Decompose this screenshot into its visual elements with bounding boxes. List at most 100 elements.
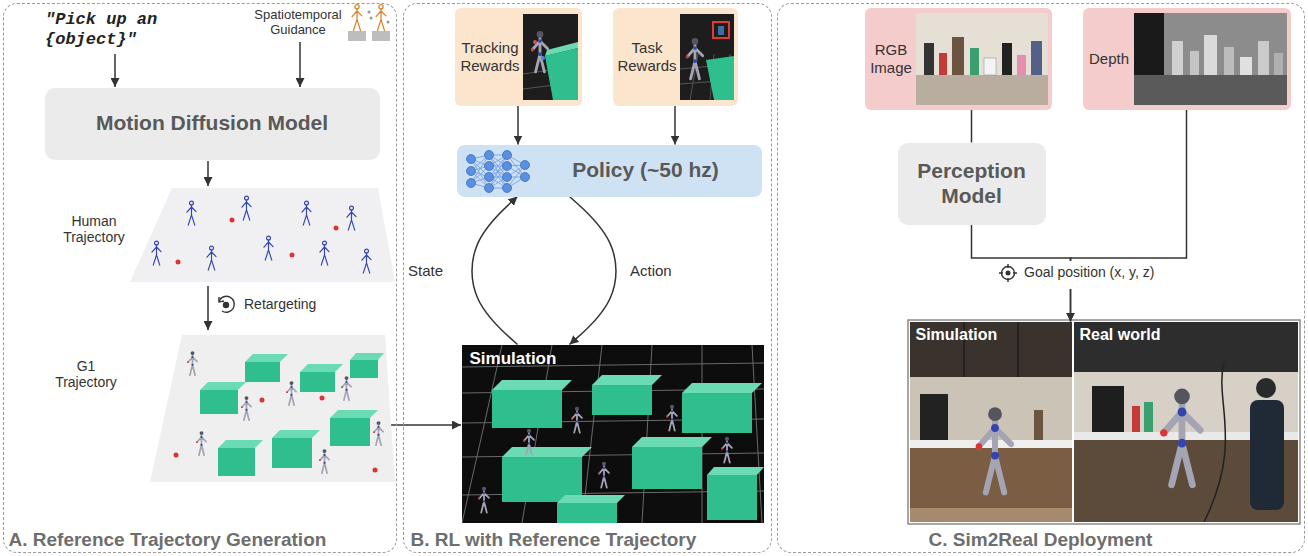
simulation-photo — [920, 394, 948, 440]
human-trajectory-illustration — [207, 246, 216, 270]
connector-arrow — [517, 106, 519, 145]
network-icon — [484, 172, 493, 181]
g1-trajectory-illustration — [272, 430, 320, 438]
tracking-thumbnail — [545, 42, 578, 56]
g1-trajectory-illustration — [187, 351, 197, 375]
g1-trajectory-illustration — [272, 438, 312, 468]
photo-panel: Real world — [1074, 322, 1298, 522]
flow-arrow — [390, 424, 461, 426]
edge-label: State — [406, 262, 445, 279]
depth-map — [1224, 47, 1234, 75]
network-icon — [466, 178, 475, 187]
tracking-thumbnail — [523, 14, 578, 100]
model-box: Perception Model — [898, 143, 1046, 225]
task-thumbnail — [680, 14, 734, 100]
simulation-render — [502, 447, 592, 457]
stage-label: Retargeting — [244, 296, 344, 312]
g1-trajectory-illustration — [286, 381, 296, 405]
real-photo — [1132, 406, 1140, 432]
node-text: Real world — [1080, 326, 1290, 344]
rgb-photo — [984, 58, 996, 75]
node-text: Tracking Rewards — [459, 39, 522, 74]
panel-frame: B. RL with Reference TrajectoryTracking … — [403, 3, 772, 553]
simulation-render — [632, 447, 702, 489]
network-icon — [484, 150, 493, 159]
connector-arrow — [1071, 110, 1187, 322]
network-icon — [466, 166, 475, 175]
panel-title: C. Sim2Real Deployment — [785, 529, 1297, 551]
simulation-photo — [910, 322, 1072, 377]
task-thumbnail — [685, 38, 702, 79]
g1-trajectory-illustration — [341, 376, 351, 400]
simulation-photo — [964, 322, 1018, 377]
rgb-photo — [970, 48, 979, 75]
human-trajectory-illustration — [264, 236, 273, 260]
simulation-render — [682, 393, 752, 433]
g1-trajectory-illustration — [200, 390, 238, 414]
retargeting-icon — [224, 303, 229, 308]
human-trajectory-illustration — [187, 201, 196, 225]
panel-frame: A. Reference Trajectory Generation Motion… — [3, 3, 397, 553]
flow-arrow — [299, 42, 301, 87]
g1-trajectory-illustration — [245, 354, 288, 362]
g1-trajectory-illustration — [150, 335, 395, 482]
simulation-image: Simulation — [462, 345, 764, 523]
rgb-photo — [1002, 43, 1012, 75]
depth-map — [1190, 51, 1199, 75]
simulation-render — [598, 461, 609, 487]
sensor-box: RGB Image — [865, 8, 1052, 110]
g1-trajectory-illustration — [350, 353, 384, 360]
rgb-photo — [952, 37, 964, 75]
real-photo — [1074, 322, 1298, 522]
task-thumbnail — [680, 54, 734, 100]
depth-map — [1172, 41, 1183, 75]
guidance-icon — [372, 31, 390, 41]
task-thumbnail — [680, 14, 734, 100]
guidance-icon — [352, 5, 362, 31]
simulation-render — [492, 390, 562, 428]
g1-trajectory-illustration — [300, 372, 335, 392]
guidance-icon — [348, 31, 366, 41]
network-icon — [466, 154, 475, 163]
simulation-render — [557, 495, 625, 503]
simulation-render — [707, 467, 764, 475]
guidance-icon — [376, 5, 386, 31]
real-photo — [1204, 362, 1226, 522]
flow-arrow — [207, 286, 209, 330]
depth-map — [1274, 53, 1283, 75]
node-text: Task Rewards — [616, 39, 679, 74]
g1-trajectory-illustration — [330, 418, 370, 446]
model-box: Motion Diffusion Model — [45, 88, 380, 160]
guidance-icon — [370, 17, 373, 20]
rgb-photo — [916, 13, 1048, 105]
simulation-render — [462, 345, 764, 523]
stage-label: G1 Trajectory — [46, 358, 126, 390]
simulation-render — [462, 345, 764, 523]
network-icon — [502, 183, 511, 192]
panel-title: A. Reference Trajectory Generation — [9, 529, 389, 551]
guidance-icon — [387, 21, 390, 24]
node-text: Perception Model — [904, 159, 1040, 207]
crosshair-icon — [999, 264, 1017, 282]
depth-map — [1134, 13, 1287, 105]
g1-trajectory-illustration — [196, 431, 206, 455]
network-icon — [502, 161, 511, 170]
sensor-box: Depth — [1083, 8, 1291, 110]
guidance-icon — [368, 11, 371, 14]
simulation-render — [721, 436, 732, 462]
g1-trajectory-illustration — [300, 364, 343, 372]
network-icon — [466, 150, 529, 192]
g1-trajectory-illustration — [218, 448, 255, 476]
g1-trajectory-illustration — [218, 440, 263, 448]
tracking-thumbnail — [541, 56, 545, 60]
human-trajectory-illustration — [290, 253, 295, 258]
guidance-icon — [348, 5, 390, 41]
real-photo — [1074, 322, 1298, 372]
g1-trajectory-illustration — [200, 382, 246, 390]
node-text: Simulation — [916, 326, 1066, 344]
tracking-thumbnail — [533, 40, 537, 44]
crosshair-icon — [1002, 267, 1015, 280]
g1-trajectory-illustration — [319, 449, 329, 473]
tracking-thumbnail — [530, 31, 547, 72]
